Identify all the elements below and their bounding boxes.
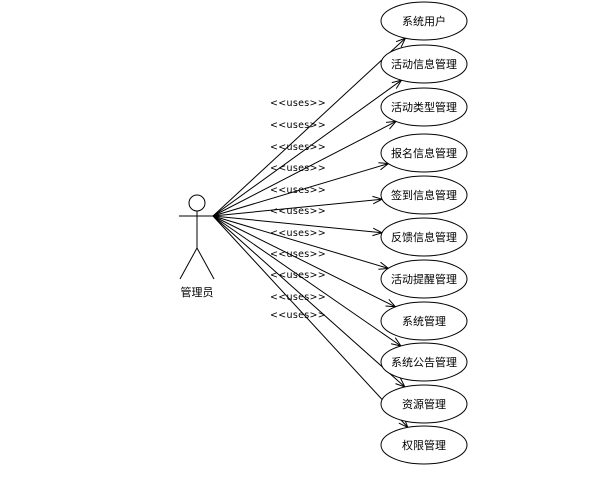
use-case-ellipse <box>380 44 468 84</box>
use-case-label: 系统用户 <box>402 14 446 28</box>
stereotype-label: <<uses>> <box>270 98 326 109</box>
use-case: 系统管理 <box>380 301 468 341</box>
association-line <box>212 215 383 234</box>
association-line <box>212 215 389 269</box>
use-case-label: 活动信息管理 <box>391 57 457 71</box>
association-line <box>212 120 397 217</box>
use-case-ellipse <box>380 175 468 215</box>
use-case-ellipse <box>380 384 468 424</box>
use-case-label: 系统管理 <box>402 314 446 328</box>
stereotype-label: <<uses>> <box>270 292 326 303</box>
use-case: 报名信息管理 <box>380 133 468 173</box>
use-case-label: 反馈信息管理 <box>391 230 457 244</box>
use-case: 活动类型管理 <box>380 87 468 127</box>
stereotype-label: <<uses>> <box>270 228 326 239</box>
association-line <box>212 215 409 428</box>
use-case-ellipse <box>380 87 468 127</box>
use-case-ellipse <box>380 342 468 382</box>
stereotype-label: <<uses>> <box>270 310 326 321</box>
use-case: 活动信息管理 <box>380 44 468 84</box>
actor-figure: 管理员 <box>179 194 215 299</box>
use-case-label: 系统公告管理 <box>391 355 457 369</box>
association-line <box>212 215 402 347</box>
use-case-label: 签到信息管理 <box>391 188 457 202</box>
stereotype-label: <<uses>> <box>270 185 326 196</box>
use-case-ellipse <box>380 425 468 465</box>
use-case-label: 权限管理 <box>402 438 446 452</box>
use-case-ellipse <box>380 259 468 299</box>
stereotype-label: <<uses>> <box>270 120 326 131</box>
stereotype-labels: <<uses>> <<uses>> <<uses>> <<uses>> <<uses>>… <box>270 98 326 321</box>
actor-head <box>188 194 206 212</box>
actor-name: 管理员 <box>181 285 214 299</box>
use-case: 资源管理 <box>380 384 468 424</box>
association-line <box>212 215 396 308</box>
association-line <box>212 163 389 217</box>
use-case-label: 活动类型管理 <box>391 100 457 114</box>
stereotype-label: <<uses>> <box>270 142 326 153</box>
use-case: 权限管理 <box>380 425 468 465</box>
use-case: 签到信息管理 <box>380 175 468 215</box>
association-line <box>212 37 406 217</box>
actor-left-leg <box>179 247 198 280</box>
association-lines <box>212 37 409 429</box>
actor-right-leg <box>196 247 215 280</box>
stereotype-label: <<uses>> <box>270 163 326 174</box>
stereotype-label: <<uses>> <box>270 249 326 260</box>
use-case: 反馈信息管理 <box>380 217 468 257</box>
use-case: 系统用户 <box>380 1 468 41</box>
use-case: 活动提醒管理 <box>380 259 468 299</box>
use-case-label: 报名信息管理 <box>391 146 457 160</box>
use-cases: 系统用户活动信息管理活动类型管理报名信息管理签到信息管理反馈信息管理活动提醒管理… <box>380 1 468 465</box>
use-case-label: 活动提醒管理 <box>391 272 457 286</box>
stereotype-label: <<uses>> <box>270 270 326 281</box>
association-line <box>212 79 402 217</box>
use-case: 系统公告管理 <box>380 342 468 382</box>
use-case-label: 资源管理 <box>402 397 446 411</box>
association-line <box>212 215 406 388</box>
use-case-ellipse <box>380 217 468 257</box>
use-case-ellipse <box>380 301 468 341</box>
association-line <box>212 198 383 217</box>
use-case-ellipse <box>380 133 468 173</box>
stereotype-label: <<uses>> <box>270 206 326 217</box>
use-case-ellipse <box>380 1 468 41</box>
